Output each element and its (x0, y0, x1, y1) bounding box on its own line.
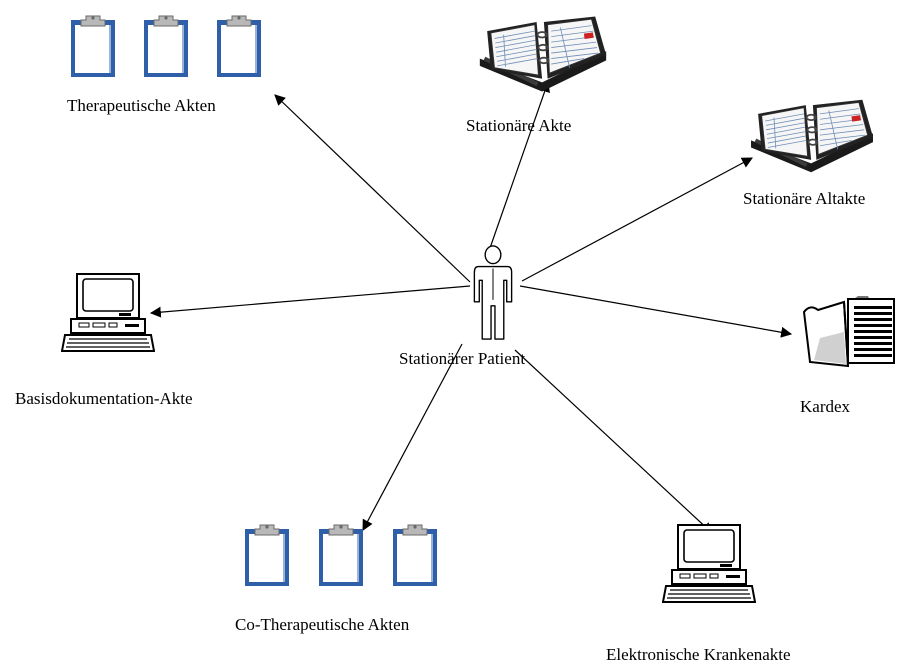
base-doc-computer-icon (61, 273, 155, 352)
label-therapeutic: Therapeutische Akten (67, 96, 216, 115)
old-inpatient-file-binder-icon (749, 98, 875, 174)
label-inpatient: Stationäre Akte (466, 116, 572, 135)
edge-to-co-therapeutic (362, 343, 463, 531)
edge-to-therapeutic (274, 94, 471, 283)
therapeutic-files-icon (70, 15, 262, 78)
edges (149, 80, 793, 534)
co-therapeutic-files-icon (244, 524, 438, 587)
inpatient-file-binder-icon (478, 15, 608, 93)
patient-person-icon (473, 245, 513, 340)
edge-to-inpatient-old (521, 157, 753, 282)
edge-to-ehr (514, 349, 713, 534)
edge-to-base-doc (149, 285, 471, 318)
edge-to-kardex (519, 285, 793, 338)
ehr-computer-icon (662, 524, 756, 603)
label-center-patient: Stationärer Patient (399, 349, 526, 368)
label-ehr: Elektronische Krankenakte (606, 645, 791, 664)
label-kardex: Kardex (800, 397, 851, 416)
label-co-therapeutic: Co-Therapeutische Akten (235, 615, 410, 634)
label-base-doc: Basisdokumentation-Akte (15, 389, 193, 408)
edge-to-inpatient (489, 80, 550, 249)
label-inpatient-old: Stationäre Altakte (743, 189, 866, 208)
kardex-icon (803, 295, 895, 367)
